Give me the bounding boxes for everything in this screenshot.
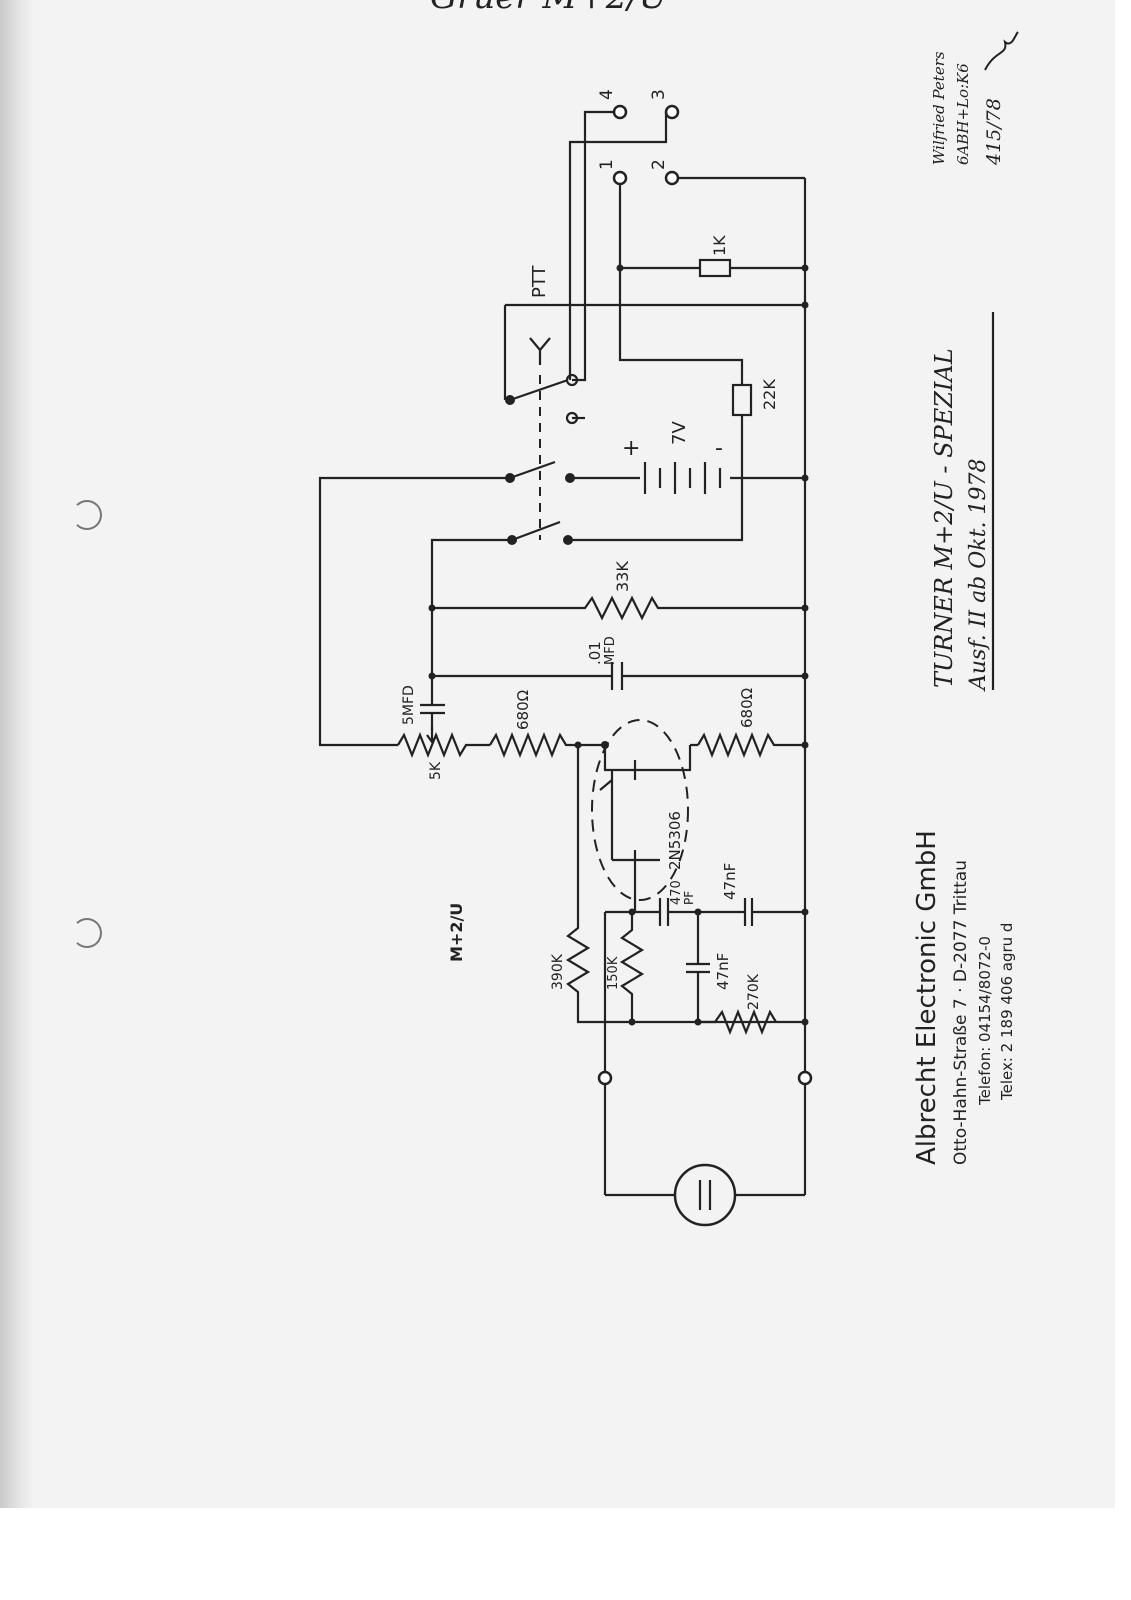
wire-transistor-right (660, 743, 698, 772)
terminal-2-label: 2 (649, 159, 669, 170)
title-block-subtitle: Ausf. II ab Okt. 1978 (966, 459, 991, 692)
terminal-3-label: 3 (649, 89, 669, 100)
junction-dot (801, 301, 809, 309)
junction-dot (801, 741, 809, 749)
microphone-capsule-plates (698, 1180, 712, 1210)
ptt-actuator (529, 337, 551, 365)
punch-hole-top (72, 500, 102, 530)
handwritten-line-3: 415/78 (983, 98, 1005, 166)
terminal-4 (612, 104, 628, 120)
battery-7v (643, 462, 722, 494)
capacitor-47nf-mid-label: 47nF (714, 953, 732, 990)
scanned-page (0, 0, 1115, 1508)
resistor-150k-label: 150K (606, 956, 621, 990)
binding-edge-shadow (0, 0, 34, 1508)
junction-dot (801, 474, 809, 482)
terminal-block: 1 2 3 4 (597, 89, 680, 186)
capacitor-01-value: .01 (586, 641, 604, 665)
capacitor-470-value: 470 (669, 880, 684, 905)
junction-dot (428, 672, 436, 680)
resistor-680-left (489, 732, 605, 758)
page-top-fragment: Gruer M+2/U (430, 0, 669, 17)
terminal-3 (664, 104, 680, 120)
resistor-270k (698, 1009, 777, 1035)
stamp-address: Otto-Hahn-Straße 7 · D-2077 Trittau (951, 860, 971, 1165)
wire-terminal-1 (618, 184, 744, 385)
resistor-680-right (697, 732, 805, 758)
junction-dot (601, 741, 609, 749)
handwritten-line-1: Wilfried Peters (930, 51, 948, 165)
transistor-2n5306 (599, 745, 660, 870)
junction-dot (616, 264, 624, 272)
resistor-680-right-label: 680Ω (738, 688, 756, 728)
battery-label: 7V (669, 421, 690, 445)
resistor-1k (698, 258, 732, 278)
junction-dot (628, 1018, 636, 1026)
handwritten-signature (984, 31, 1019, 71)
wire-terminal-4 (572, 110, 614, 382)
potentiometer-5k-label: 5K (428, 761, 444, 780)
capacitor-01-unit: MFD (603, 636, 618, 665)
resistor-33k-label: 33K (613, 561, 632, 592)
junction-dot (428, 604, 436, 612)
potentiometer-5k (397, 732, 490, 758)
terminal-1-label: 1 (597, 159, 617, 170)
terminal-2 (664, 170, 680, 186)
title-block-title: TURNER M+2/U - SPEZIAL (930, 348, 958, 688)
resistor-22k (731, 383, 753, 417)
stamp-company-name: Albrecht Electronic GmbH (912, 830, 942, 1165)
resistor-1k-label: 1K (710, 235, 729, 256)
capacitor-47nf-vertical (686, 912, 710, 1022)
capacitor-470-unit: PF (682, 891, 696, 905)
resistor-680-left-label: 680Ω (514, 690, 532, 730)
capacitor-5mfd (420, 703, 445, 730)
resistor-390k (565, 745, 805, 1024)
switch-contact (563, 535, 573, 545)
capacitor-01mfd (432, 662, 805, 690)
ptt-switch-blade (509, 378, 569, 402)
junction-dot (801, 604, 809, 612)
stamp-phone: Telefon: 04154/8072-0 (976, 936, 994, 1106)
capacitor-47nf-top-label: 47nF (721, 863, 739, 900)
wire-terminal-3 (568, 112, 668, 380)
junction-dot (801, 1018, 809, 1026)
wire-left-loop (318, 476, 510, 747)
resistor-33k (432, 595, 805, 621)
mic-switch-blade (511, 520, 561, 542)
transistor-label: 2N5306 (666, 811, 684, 870)
capacitor-5mfd-label: 5MFD (401, 685, 417, 725)
resistor-390k-label: 390K (550, 953, 566, 990)
resistor-150k (619, 912, 645, 1022)
microphone-element (673, 1163, 737, 1227)
battery-minus-label: - (715, 436, 723, 461)
junction-dot (801, 908, 809, 916)
mic-terminal-right (797, 1070, 813, 1086)
transistor-envelope (591, 719, 689, 901)
handwritten-line-2: 6ABH+Lo:K6 (954, 63, 972, 165)
power-switch-blade (509, 460, 556, 480)
junction-dot (801, 672, 809, 680)
mic-terminal-left (597, 1070, 613, 1086)
junction-dot (694, 1018, 702, 1026)
pot-wiper-arrow (426, 727, 438, 744)
wire-22k-lower (570, 415, 744, 542)
battery-plus-label: + (622, 436, 640, 461)
stamp-telex: Telex: 2 189 406 agru d (998, 923, 1016, 1101)
junction-dot (801, 264, 809, 272)
terminal-1 (612, 170, 628, 186)
margin-model-label: M+2/U (447, 903, 466, 962)
resistor-22k-label: 22K (760, 379, 779, 410)
ptt-label: PTT (529, 264, 550, 298)
resistor-270k-label: 270K (746, 973, 762, 1010)
wire-mic-feed (430, 538, 512, 705)
terminal-4-label: 4 (597, 89, 617, 100)
punch-hole-bottom (72, 918, 102, 948)
